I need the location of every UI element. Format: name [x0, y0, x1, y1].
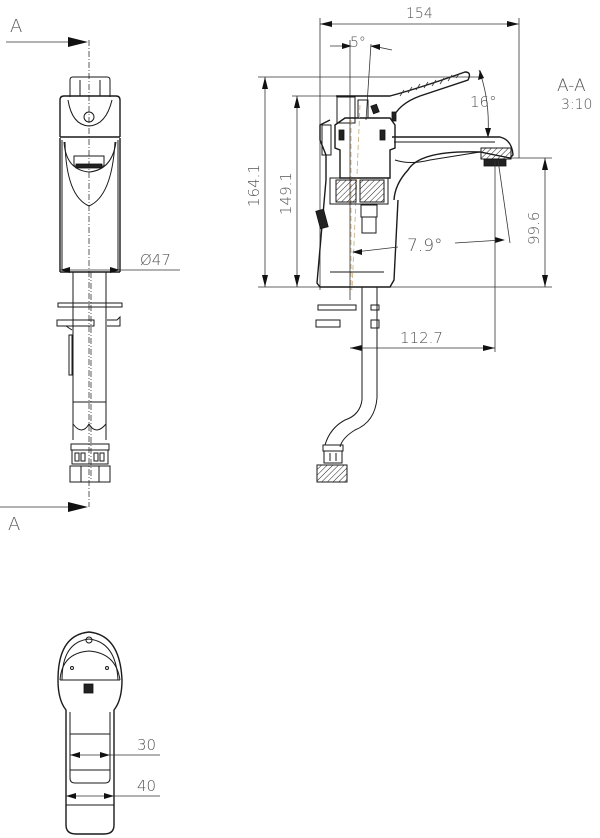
section-view-title: A-A	[557, 76, 586, 96]
dim-spout-angle: 7.9°	[407, 236, 443, 256]
dim-lever-tilt: 16°	[470, 93, 497, 111]
dim-body-height: 149.1	[277, 172, 295, 215]
dim-overall-length: 154	[406, 6, 433, 22]
dim-top-inner-width: 30	[137, 736, 157, 754]
dim-spout-reach: 112.7	[400, 329, 443, 347]
front-view	[0, 37, 180, 512]
dim-spout-height: 99.6	[525, 211, 543, 245]
section-marker-bottom: A	[8, 514, 21, 535]
dim-lever-angle: 5°	[350, 35, 366, 51]
section-view	[258, 18, 552, 483]
dim-overall-height: 164.1	[245, 164, 263, 207]
section-view-scale: 3:10	[561, 97, 593, 113]
dim-base-diameter: Ø47	[140, 251, 171, 269]
dim-top-outer-width: 40	[137, 777, 157, 795]
section-marker-top: A	[10, 16, 23, 37]
aerator	[480, 147, 512, 167]
top-view	[57, 631, 160, 835]
